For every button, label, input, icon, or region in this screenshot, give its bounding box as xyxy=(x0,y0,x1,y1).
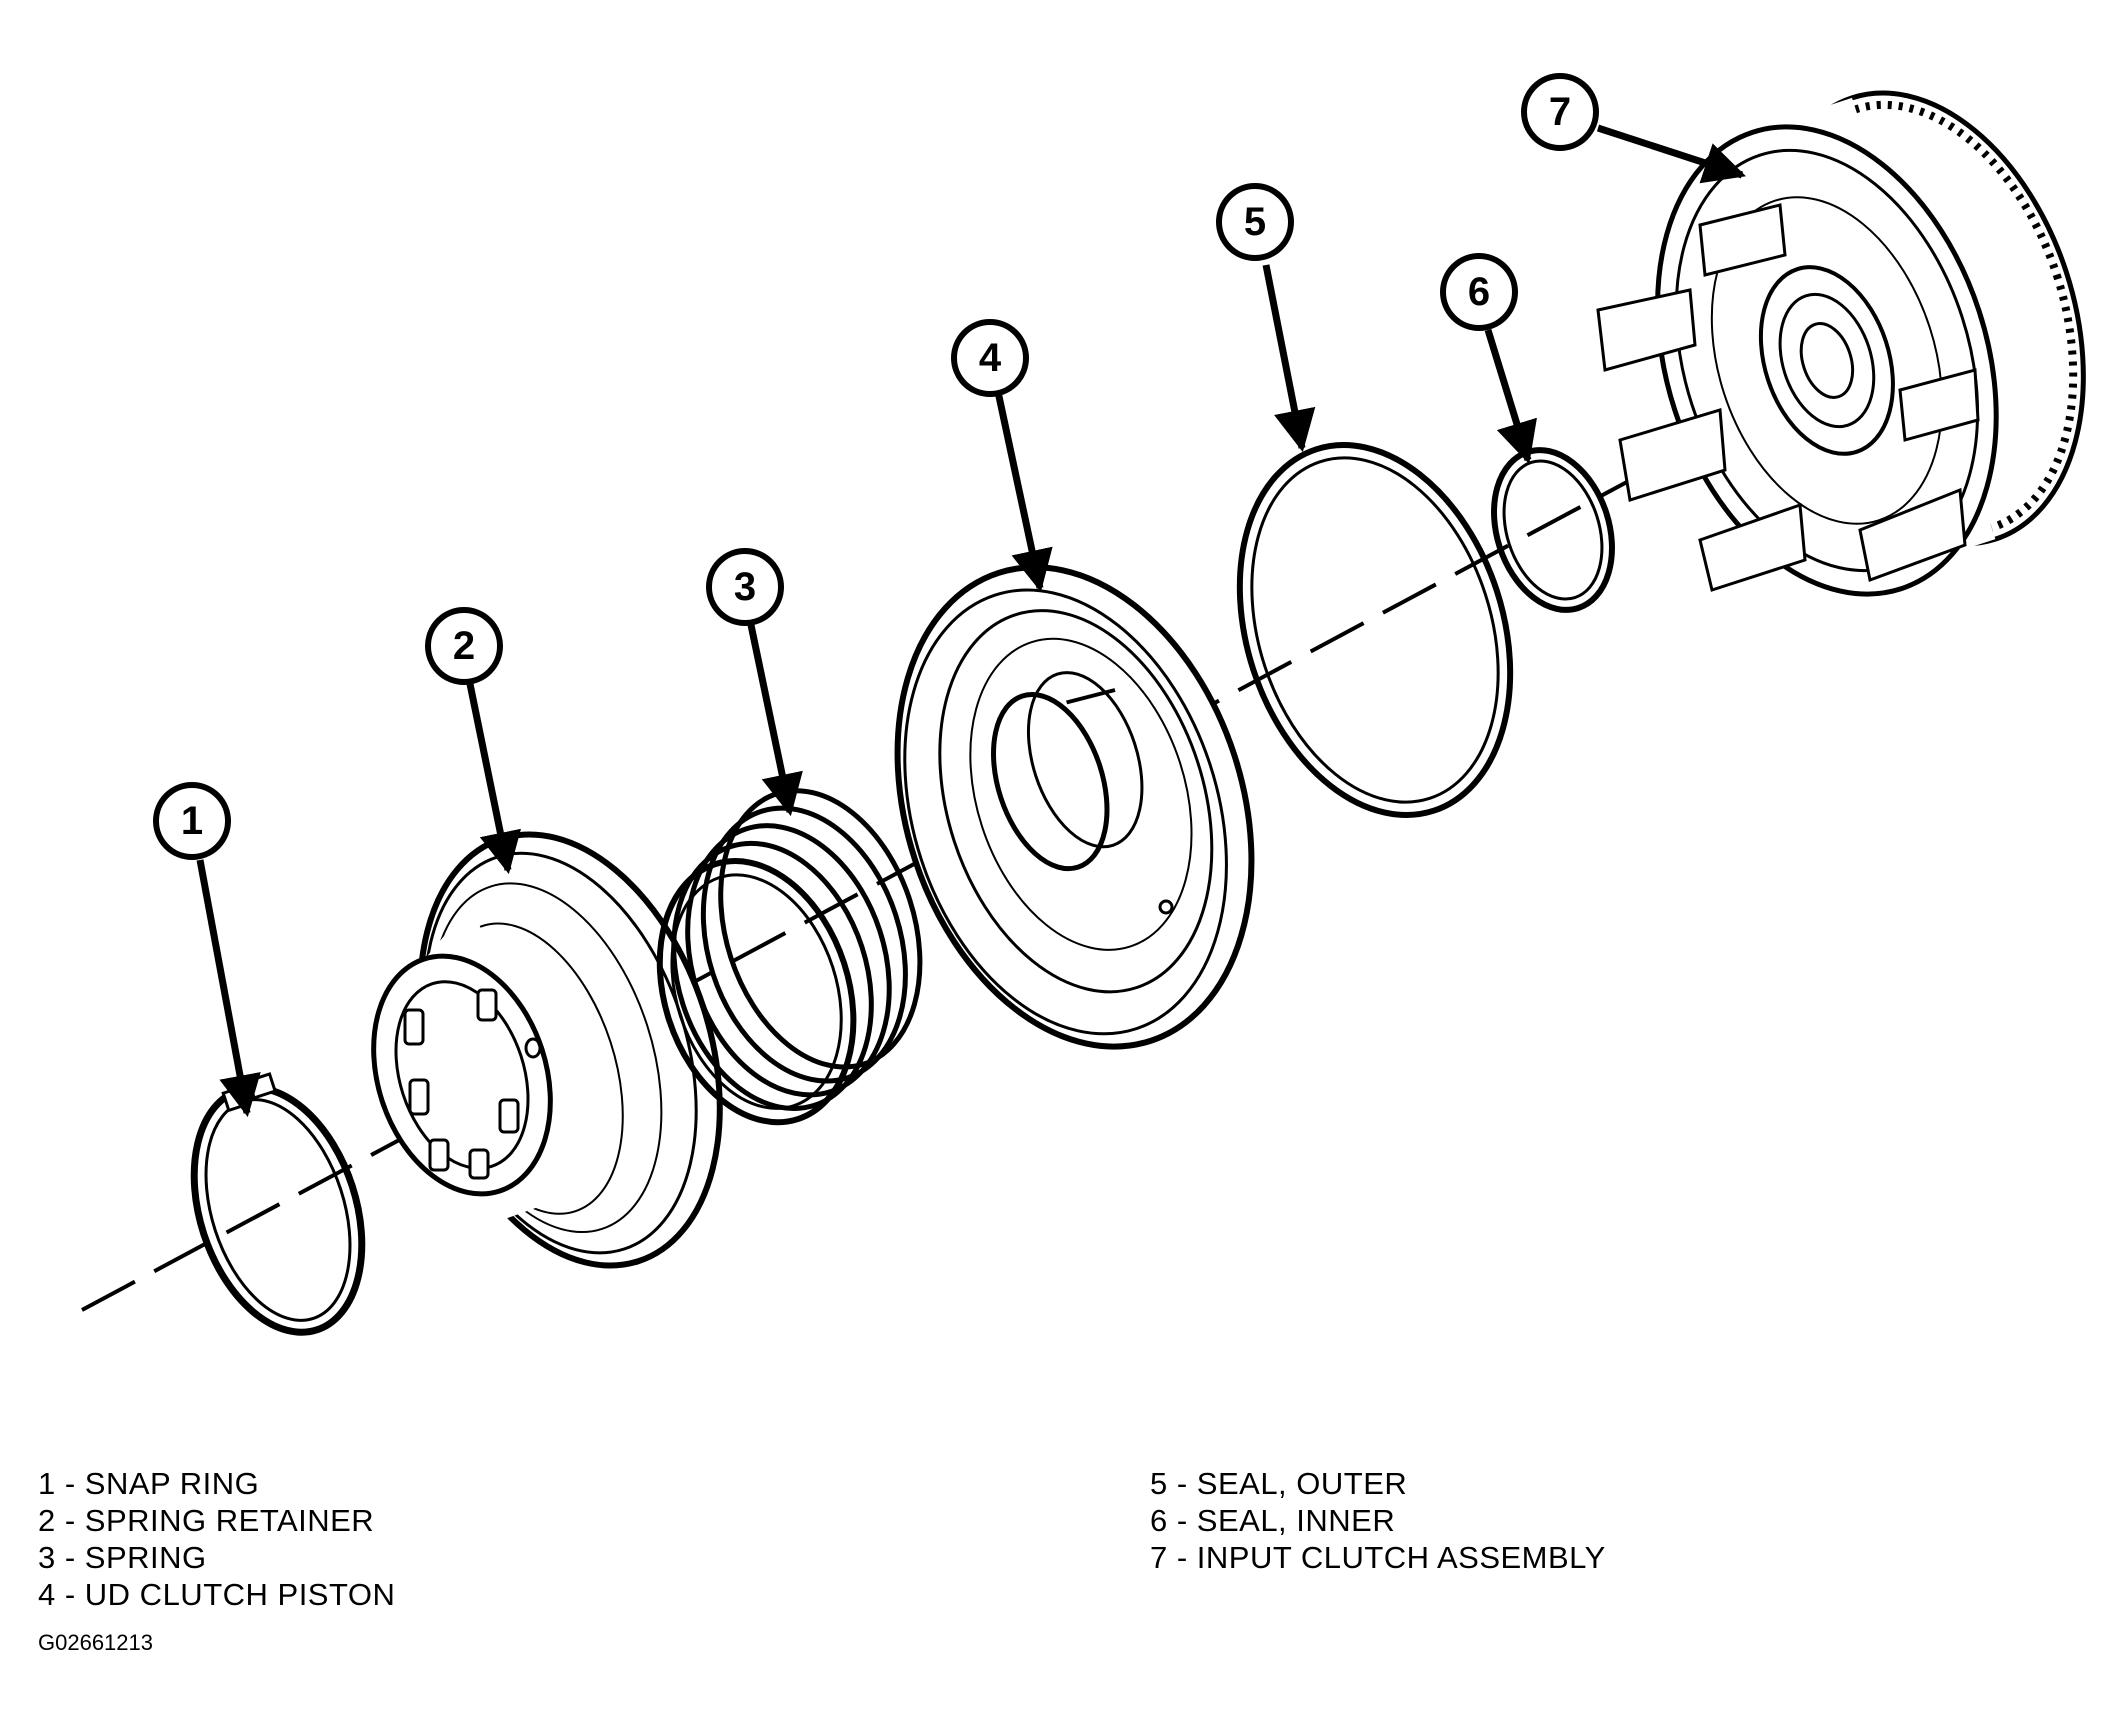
center-axis-line xyxy=(81,473,1641,1312)
callout-4-label: 4 xyxy=(979,336,1002,380)
callout-6: 6 xyxy=(1440,253,1518,331)
callout-1: 1 xyxy=(153,782,231,860)
callout-2-label: 2 xyxy=(453,624,475,668)
spring-part xyxy=(656,788,923,1126)
legend-item-2: 2 - SPRING RETAINER xyxy=(38,1503,375,1538)
callout-leaders xyxy=(196,124,1746,1118)
callout-3-label: 3 xyxy=(734,565,756,609)
callout-2: 2 xyxy=(425,607,503,685)
legend-item-1: 1 - SNAP RING xyxy=(38,1466,260,1501)
legend-right-column: 5 - SEAL, OUTER 6 - SEAL, INNER 7 - INPU… xyxy=(1150,1465,1606,1576)
callout-7: 7 xyxy=(1521,73,1599,151)
leader-3 xyxy=(747,624,803,817)
callout-4: 4 xyxy=(951,319,1029,397)
figure-code: G02661213 xyxy=(38,1630,153,1655)
callout-5: 5 xyxy=(1216,183,1294,261)
callout-3: 3 xyxy=(706,548,784,626)
callout-1-label: 1 xyxy=(181,799,203,843)
legend-item-3: 3 - SPRING xyxy=(38,1540,207,1575)
legend-left-column: 1 - SNAP RING 2 - SPRING RETAINER 3 - SP… xyxy=(38,1465,395,1613)
input-clutch-assembly-part xyxy=(1596,90,2086,597)
leader-4 xyxy=(993,386,1053,593)
outer-seal-part xyxy=(1236,442,1514,818)
legend-item-7: 7 - INPUT CLUTCH ASSEMBLY xyxy=(1150,1540,1606,1575)
legend-item-5: 5 - SEAL, OUTER xyxy=(1150,1466,1408,1501)
legend-item-4: 4 - UD CLUTCH PISTON xyxy=(38,1577,396,1612)
callout-5-label: 5 xyxy=(1244,200,1266,244)
leader-1 xyxy=(196,859,261,1118)
leader-6 xyxy=(1484,328,1537,465)
callout-7-label: 7 xyxy=(1549,90,1571,134)
ud-clutch-piston-part xyxy=(894,564,1255,1050)
leader-7 xyxy=(1596,124,1746,184)
leader-5 xyxy=(1262,264,1316,453)
legend-item-6: 6 - SEAL, INNER xyxy=(1150,1503,1396,1538)
leader-2 xyxy=(466,683,522,875)
callout-6-label: 6 xyxy=(1468,270,1490,314)
